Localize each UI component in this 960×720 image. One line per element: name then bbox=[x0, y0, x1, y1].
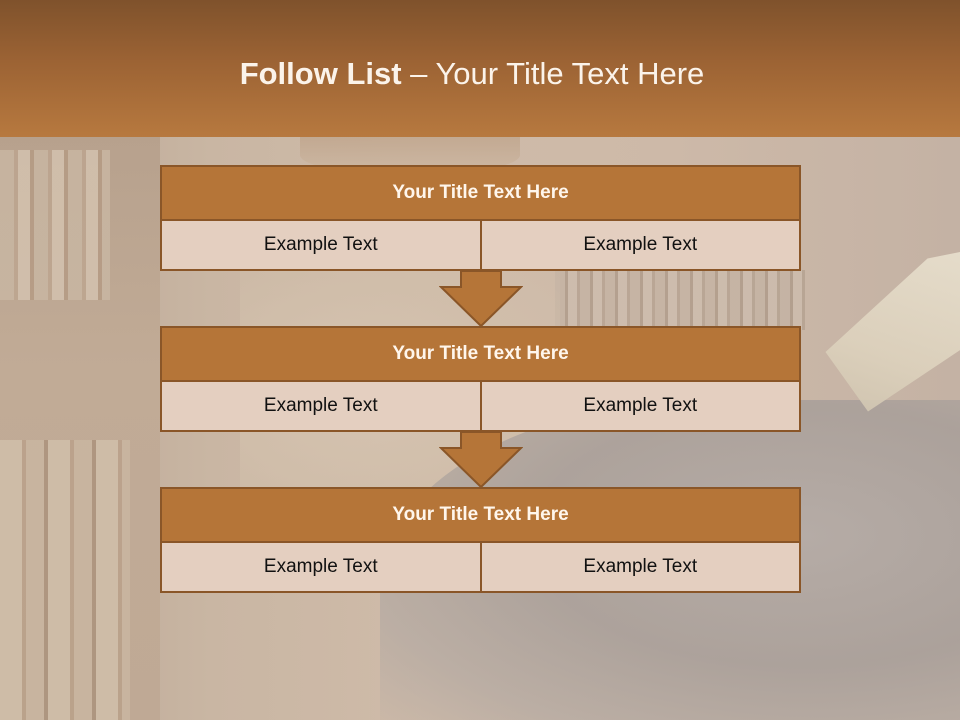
down-arrow-icon bbox=[439, 432, 523, 488]
header-bar: Follow List – Your Title Text Here bbox=[0, 0, 960, 137]
books-upper-left bbox=[0, 150, 110, 300]
step-row: Example Text Example Text bbox=[160, 543, 801, 593]
step-block-1[interactable]: Your Title Text Here Example Text Exampl… bbox=[160, 165, 801, 271]
step-cell-left[interactable]: Example Text bbox=[160, 382, 482, 432]
slide-title-bold: Follow List bbox=[239, 56, 402, 91]
slide-title-rest: – Your Title Text Here bbox=[401, 56, 705, 91]
step-block-2[interactable]: Your Title Text Here Example Text Exampl… bbox=[160, 326, 801, 432]
step-cell-left[interactable]: Example Text bbox=[160, 543, 482, 593]
step-cell-left[interactable]: Example Text bbox=[160, 221, 482, 271]
books-back-shelf bbox=[555, 270, 805, 330]
step-title[interactable]: Your Title Text Here bbox=[160, 487, 801, 543]
step-block-3[interactable]: Your Title Text Here Example Text Exampl… bbox=[160, 487, 801, 593]
down-arrow-icon bbox=[439, 271, 523, 327]
books-lower-left bbox=[0, 440, 130, 720]
slide-title[interactable]: Follow List – Your Title Text Here bbox=[0, 56, 944, 92]
step-row: Example Text Example Text bbox=[160, 221, 801, 271]
step-title[interactable]: Your Title Text Here bbox=[160, 326, 801, 382]
step-cell-right[interactable]: Example Text bbox=[481, 382, 801, 432]
step-cell-right[interactable]: Example Text bbox=[481, 543, 801, 593]
step-cell-right[interactable]: Example Text bbox=[481, 221, 801, 271]
step-title[interactable]: Your Title Text Here bbox=[160, 165, 801, 221]
step-row: Example Text Example Text bbox=[160, 382, 801, 432]
